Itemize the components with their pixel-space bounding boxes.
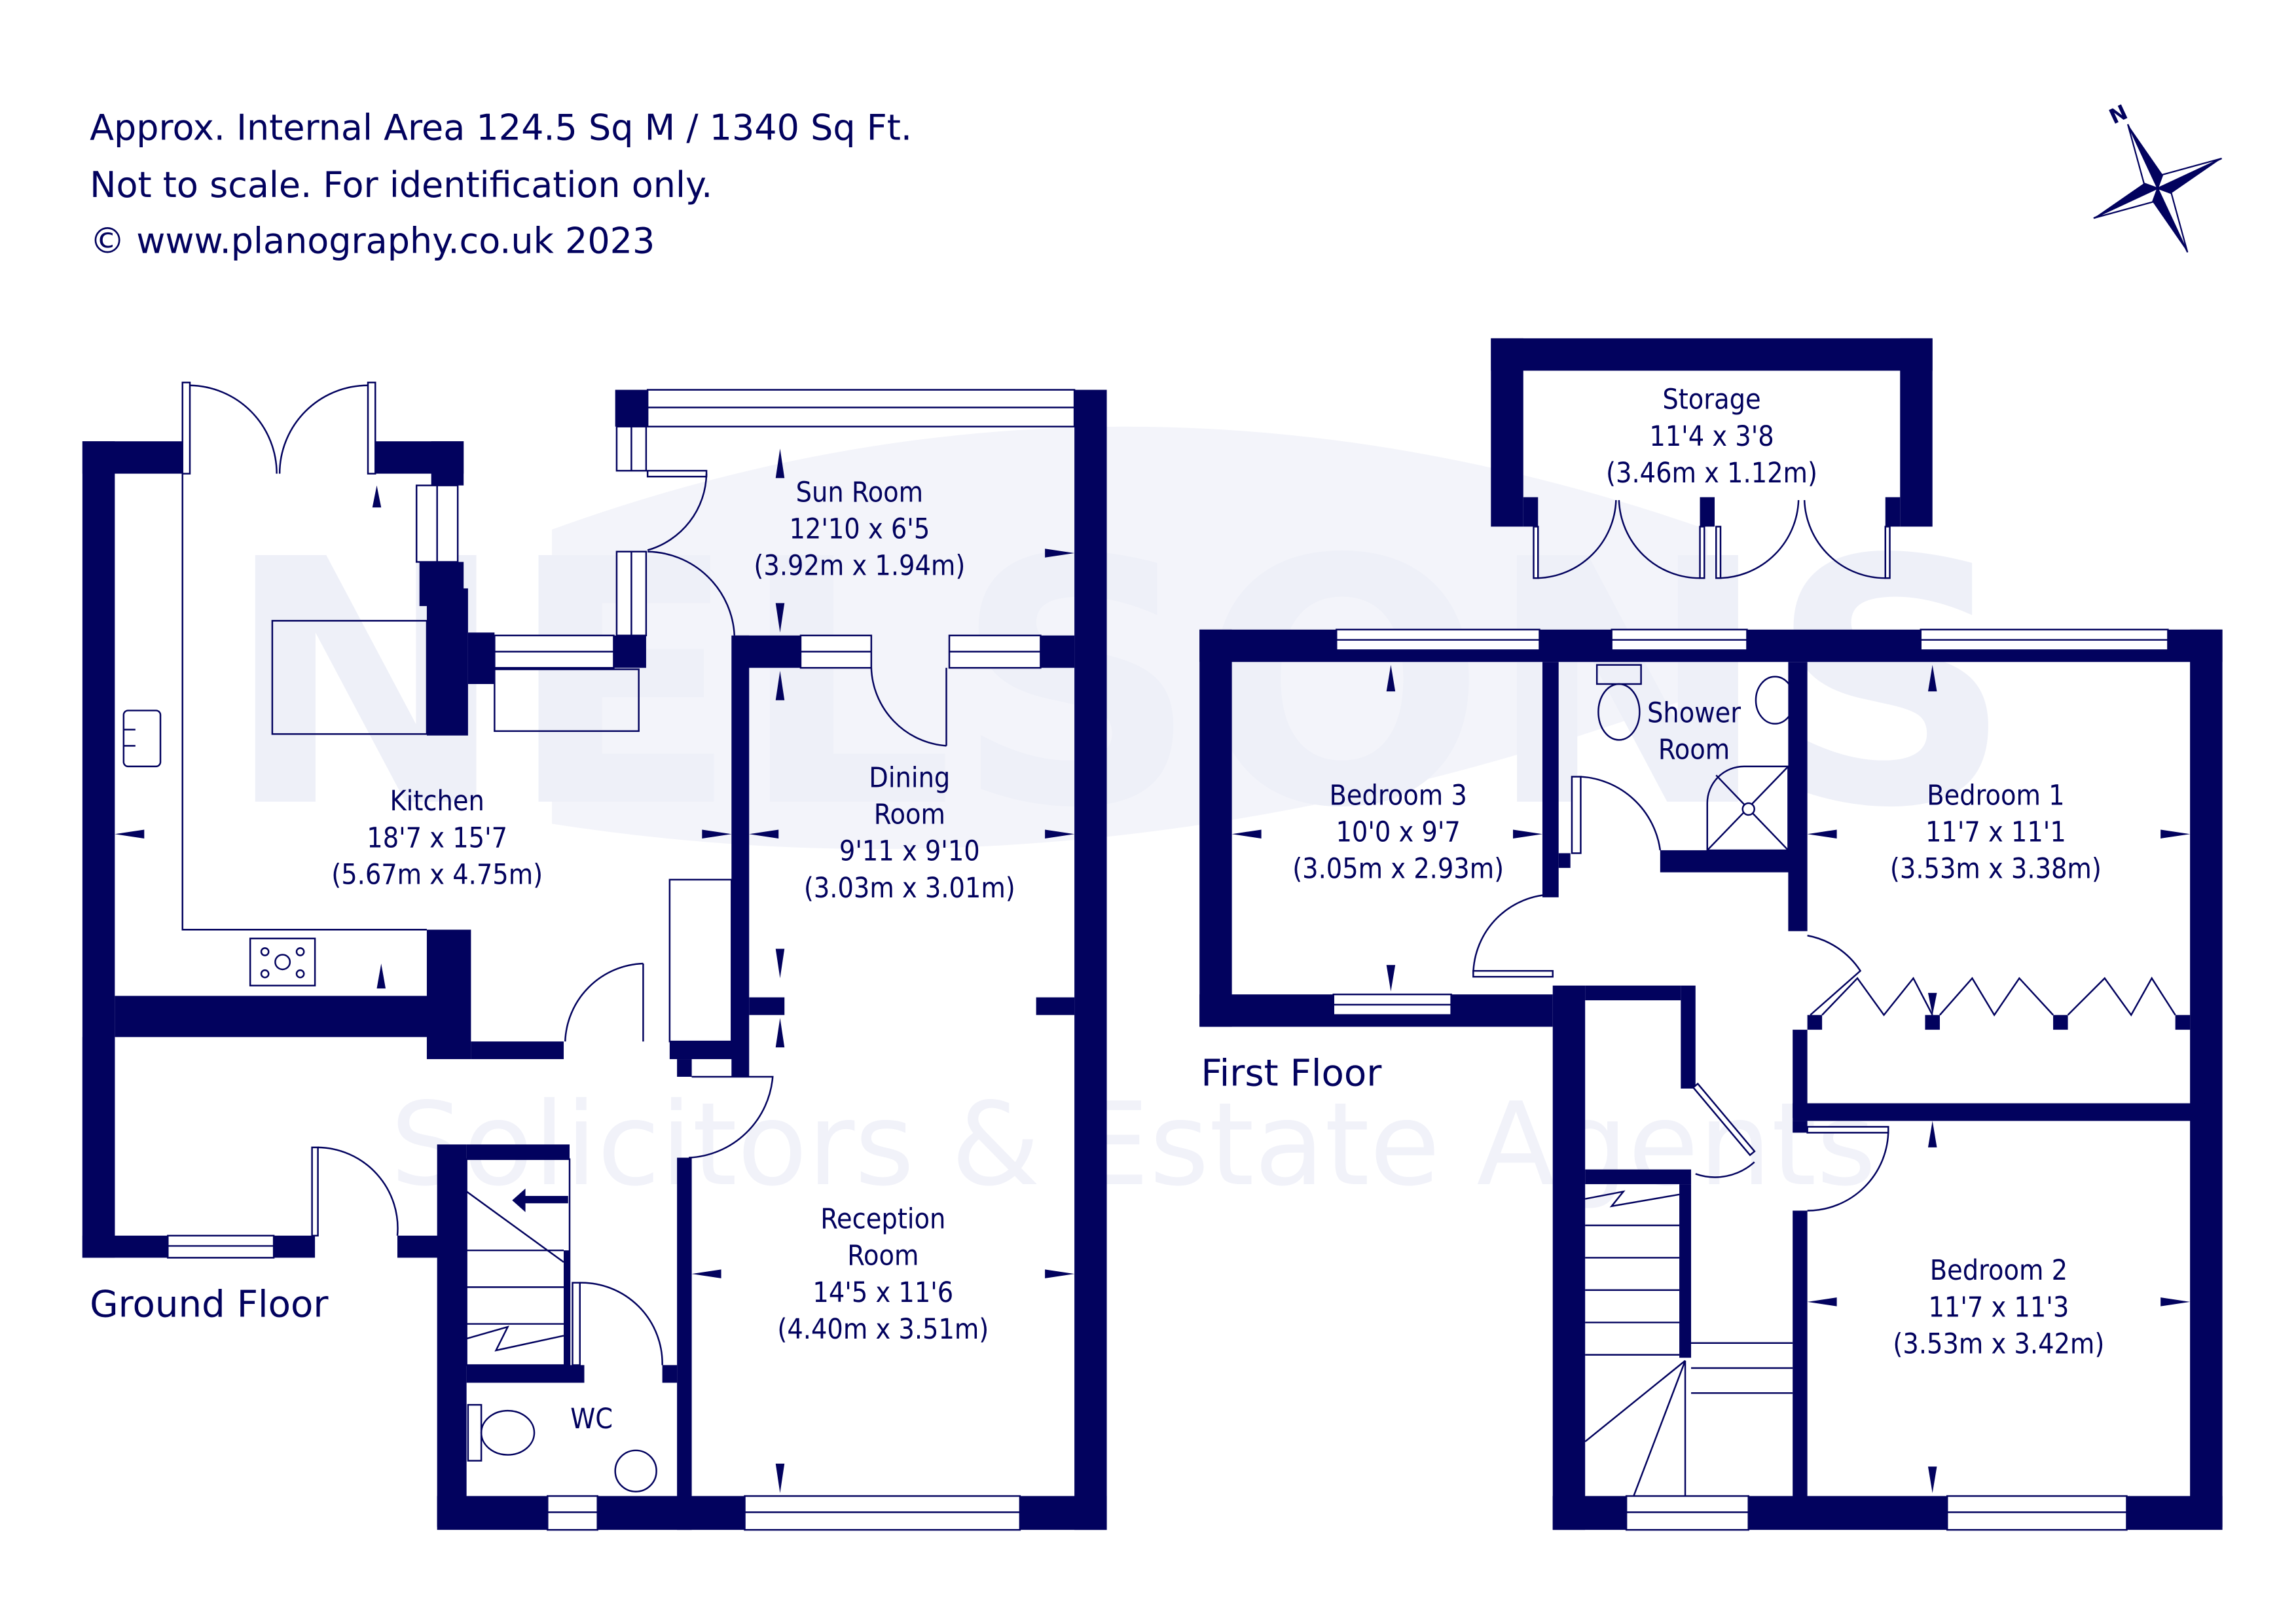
shower-room-label-1: Shower [1647, 696, 1741, 729]
watermark: NELSONS Solicitors & Estate Agents [224, 426, 2013, 1212]
bedroom-1-label: Bedroom 1 [1927, 779, 2064, 812]
sun-room-metric: (3.92m x 1.94m) [754, 550, 965, 583]
bedroom-2-metric: (3.53m x 3.42m) [1893, 1328, 2104, 1361]
shower-room-label-2: Room [1658, 734, 1730, 767]
copyright-text: © www.planography.co.uk 2023 [90, 221, 655, 262]
dining-room-label-2: Room [874, 798, 945, 831]
reception-room-imperial: 14'5 x 11'6 [812, 1276, 953, 1309]
kitchen-label: Kitchen [390, 785, 484, 818]
kitchen-imperial: 18'7 x 15'7 [367, 821, 507, 854]
compass-rose-icon: N [2093, 101, 2222, 253]
bedroom-3-label: Bedroom 3 [1330, 779, 1467, 812]
ground-floor-label: Ground Floor [90, 1283, 329, 1326]
dining-room-imperial: 9'11 x 9'10 [839, 835, 980, 868]
storage-label: Storage [1662, 384, 1760, 416]
storage-imperial: 11'4 x 3'8 [1649, 420, 1774, 453]
first-floor-label: First Floor [1201, 1053, 1382, 1095]
storage-metric: (3.46m x 1.12m) [1606, 457, 1817, 490]
watermark-tagline: Solicitors & Estate Agents [390, 1078, 1876, 1212]
watermark-brand: NELSONS [224, 488, 2013, 882]
sun-room-label: Sun Room [796, 476, 923, 509]
reception-room-label-1: Reception [820, 1202, 945, 1235]
sun-room-imperial: 12'10 x 6'5 [789, 513, 930, 546]
bedroom-3-imperial: 10'0 x 9'7 [1336, 816, 1460, 848]
disclaimer-text: Not to scale. For identification only. [90, 164, 712, 206]
kitchen-metric: (5.67m x 4.75m) [331, 859, 543, 892]
bedroom-1-imperial: 11'7 x 11'1 [1925, 816, 2066, 848]
bedroom-2-label: Bedroom 2 [1930, 1254, 2068, 1287]
area-text: Approx. Internal Area 124.5 Sq M / 1340 … [90, 107, 912, 149]
first-floor-plan [1199, 338, 2223, 1531]
dining-room-metric: (3.03m x 3.01m) [804, 872, 1015, 905]
wc-label: WC [570, 1403, 613, 1435]
ground-floor-plan [82, 382, 1107, 1531]
reception-room-label-2: Room [847, 1240, 919, 1272]
dining-room-label-1: Dining [869, 761, 950, 794]
bedroom-3-metric: (3.05m x 2.93m) [1292, 853, 1504, 886]
bedroom-1-metric: (3.53m x 3.38m) [1890, 853, 2102, 886]
bedroom-2-imperial: 11'7 x 11'3 [1928, 1291, 2069, 1324]
reception-room-metric: (4.40m x 3.51m) [777, 1313, 989, 1346]
